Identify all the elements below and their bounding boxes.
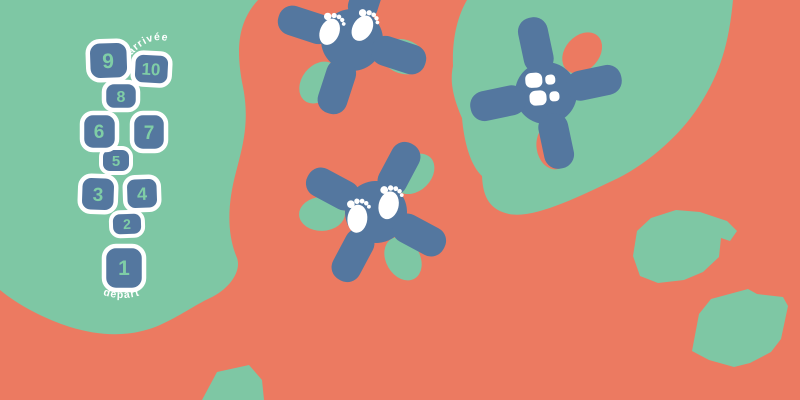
hopscotch-cell-5[interactable]: 5 bbox=[99, 146, 133, 175]
start-label: départ bbox=[102, 286, 140, 301]
right-green-blob bbox=[451, 0, 733, 215]
hopscotch-cell-10[interactable]: 10 bbox=[130, 50, 173, 88]
hopscotch-cell-4[interactable]: 4 bbox=[122, 174, 162, 213]
cell-number: 7 bbox=[144, 123, 155, 144]
bottom-green-wedge bbox=[202, 365, 264, 400]
flower-marking-right[interactable] bbox=[445, 0, 647, 194]
cell-number: 1 bbox=[118, 257, 130, 280]
hopscotch-cell-1[interactable]: 1 bbox=[101, 243, 147, 293]
hopscotch-cell-2[interactable]: 2 bbox=[108, 209, 146, 239]
stepping-stone[interactable] bbox=[633, 210, 737, 283]
hopscotch-cell-9[interactable]: 9 bbox=[85, 38, 132, 83]
hopscotch-cell-3[interactable]: 3 bbox=[77, 173, 119, 215]
cell-number: 10 bbox=[141, 60, 161, 80]
cell-number: 3 bbox=[92, 185, 103, 206]
cell-number: 2 bbox=[123, 216, 132, 232]
shoe-prints-icon bbox=[525, 72, 560, 106]
cell-number: 6 bbox=[94, 122, 105, 143]
cell-number: 9 bbox=[102, 50, 114, 73]
hopscotch-cell-8[interactable]: 8 bbox=[101, 79, 141, 113]
cell-number: 8 bbox=[117, 89, 126, 106]
hopscotch-cell-6[interactable]: 6 bbox=[79, 110, 120, 153]
cell-number: 4 bbox=[137, 184, 148, 204]
svg-text:départ: départ bbox=[102, 286, 141, 301]
cell-number: 5 bbox=[112, 153, 120, 170]
stepping-stone[interactable] bbox=[692, 289, 788, 367]
hopscotch-grid: 1 2 3 4 5 6 7 8 bbox=[77, 31, 173, 301]
hopscotch-cell-7[interactable]: 7 bbox=[129, 110, 169, 154]
